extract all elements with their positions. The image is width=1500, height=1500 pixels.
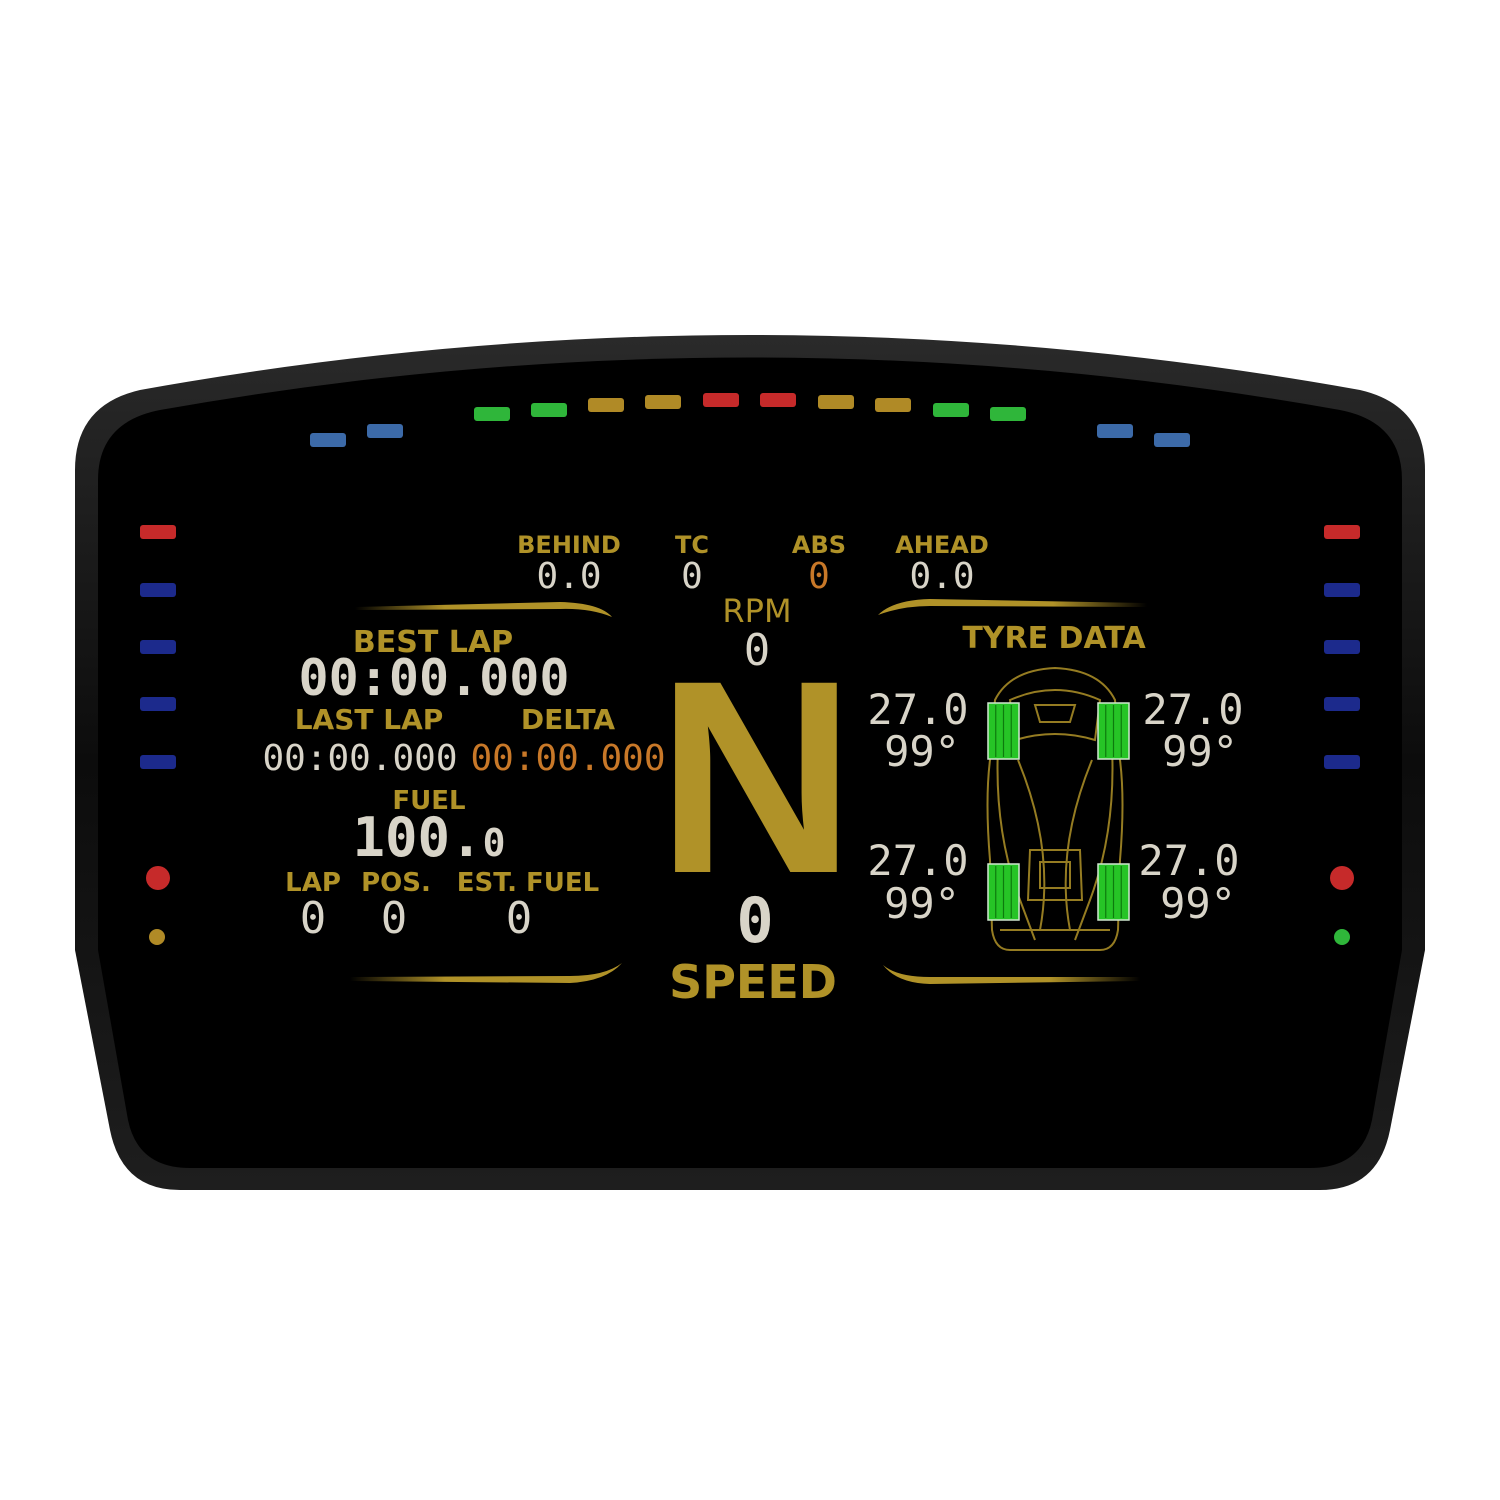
rpm-value: 0	[744, 625, 771, 676]
divider-top-left	[355, 602, 612, 617]
shift-led	[588, 398, 624, 412]
indicator-dot-right	[1330, 866, 1354, 890]
shift-led	[310, 433, 346, 447]
side-led-right	[1324, 525, 1360, 539]
shift-led	[531, 403, 567, 417]
tyre-rr-temp: 99°	[1160, 879, 1236, 928]
tyre-block	[1097, 702, 1130, 760]
shift-led	[875, 398, 911, 412]
abs-label: ABS	[792, 531, 846, 559]
indicator-dot-left	[149, 929, 165, 945]
shift-led	[1154, 433, 1190, 447]
speed-value: 0	[736, 884, 773, 957]
delta-value: 00:00.000	[470, 738, 665, 779]
ahead-value: 0.0	[909, 556, 974, 597]
tyre-rl-temp: 99°	[884, 879, 960, 928]
tyre-indicators	[987, 702, 1130, 921]
indicator-dot-left	[146, 866, 170, 890]
best-lap-label: BEST LAP	[353, 625, 513, 660]
est-fuel-value: 0	[506, 893, 533, 944]
behind-value: 0.0	[536, 556, 601, 597]
speed-label: SPEED	[669, 955, 837, 1009]
side-led-right	[1324, 640, 1360, 654]
screen	[98, 357, 1402, 1168]
tyre-rl-pressure: 27.0	[867, 836, 968, 885]
fuel-value-main: 100.	[353, 806, 483, 869]
fuel-label: FUEL	[392, 786, 465, 816]
side-led-right	[1324, 583, 1360, 597]
shift-led	[990, 407, 1026, 421]
indicator-dot-right	[1334, 929, 1350, 945]
tyre-fr-pressure: 27.0	[1142, 685, 1243, 734]
side-indicator-leds	[140, 525, 1360, 945]
delta-label: DELTA	[521, 703, 616, 736]
gear-indicator: N	[657, 624, 856, 931]
shift-led	[1097, 424, 1133, 438]
rpm-label: RPM	[722, 592, 791, 630]
pos-label: POS.	[361, 868, 431, 898]
abs-value: 0	[808, 556, 830, 597]
shift-led	[474, 407, 510, 421]
divider-bottom-right	[883, 965, 1140, 984]
shift-led	[645, 395, 681, 409]
side-led-right	[1324, 755, 1360, 769]
fuel-value-decimal: 0	[483, 821, 506, 865]
tyre-fr-temp: 99°	[1162, 727, 1238, 776]
side-led-right	[1324, 697, 1360, 711]
tyre-rr-pressure: 27.0	[1138, 836, 1239, 885]
shift-light-bar	[310, 393, 1190, 447]
fuel-value: 100.0	[353, 806, 506, 869]
tc-value: 0	[681, 556, 703, 597]
pos-value: 0	[381, 893, 408, 944]
tyre-block	[987, 863, 1020, 921]
side-led-left	[140, 583, 176, 597]
est-fuel-label: EST. FUEL	[457, 868, 599, 898]
tyre-data-title: TYRE DATA	[962, 621, 1146, 656]
side-led-left	[140, 640, 176, 654]
tyre-block	[1097, 863, 1130, 921]
divider-bottom-left	[350, 963, 622, 983]
tyre-block	[987, 702, 1020, 760]
behind-label: BEHIND	[517, 531, 621, 559]
side-led-left	[140, 697, 176, 711]
last-lap-label: LAST LAP	[295, 703, 444, 736]
lap-value: 0	[300, 893, 327, 944]
shift-led	[367, 424, 403, 438]
tyre-fl-pressure: 27.0	[867, 685, 968, 734]
shift-led	[703, 393, 739, 407]
shift-led	[933, 403, 969, 417]
side-led-left	[140, 755, 176, 769]
lap-label: LAP	[285, 868, 341, 898]
last-lap-value: 00:00.000	[262, 738, 457, 779]
divider-top-right	[878, 599, 1147, 615]
ahead-label: AHEAD	[895, 531, 989, 559]
shift-led	[818, 395, 854, 409]
shift-led	[760, 393, 796, 407]
side-led-left	[140, 525, 176, 539]
tc-label: TC	[675, 531, 709, 559]
best-lap-value: 00:00.000	[299, 649, 570, 707]
tyre-fl-temp: 99°	[884, 727, 960, 776]
